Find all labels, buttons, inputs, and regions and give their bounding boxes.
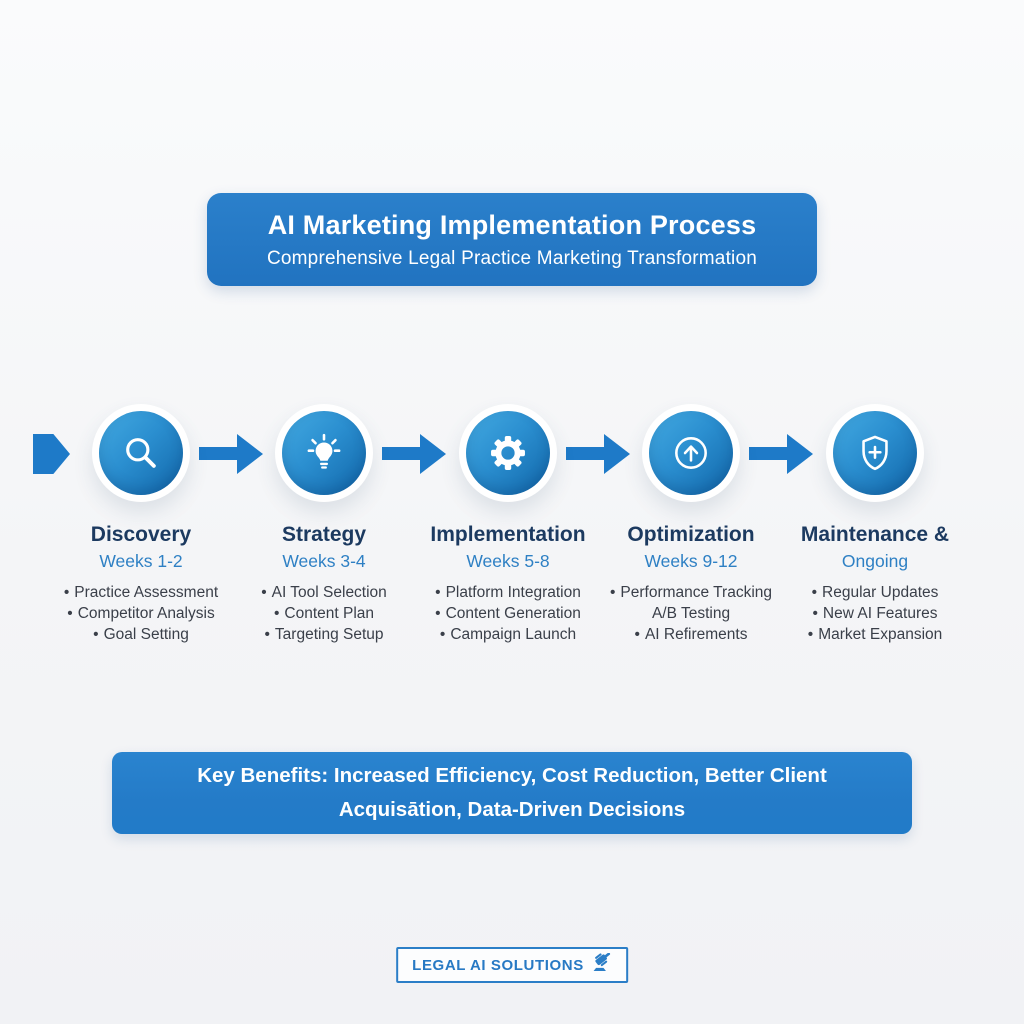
stage-period: Weeks 3-4	[282, 551, 366, 571]
stage-implementation: Implementation Weeks 5-8 •Platform Integ…	[408, 404, 608, 645]
magnifier-icon	[119, 431, 163, 475]
list-item: •New AI Features	[812, 605, 938, 622]
list-item: •Competitor Analysis	[67, 605, 215, 622]
stage-period: Weeks 1-2	[99, 551, 183, 571]
stage-title: Strategy	[281, 523, 367, 546]
list-item: •Regular Updates	[811, 584, 939, 601]
brand-badge: LEGAL AI SOLUTIONS	[396, 947, 628, 983]
list-item: •Targeting Setup	[264, 626, 384, 643]
list-item: A/B Testing	[651, 605, 731, 622]
list-item: •Performance Tracking	[609, 584, 773, 601]
flow-arrow-icon	[199, 434, 263, 474]
page-title: AI Marketing Implementation Process	[267, 209, 757, 240]
stage-circle	[275, 404, 373, 502]
stage-title: Optimization	[627, 523, 755, 546]
shield-plus-icon	[853, 431, 897, 475]
stage-strategy: Strategy Weeks 3-4 •AI Tool Selection •C…	[224, 404, 424, 645]
stage-title: Implementation	[430, 523, 586, 546]
stage-items: •AI Tool Selection •Content Plan •Target…	[224, 582, 424, 645]
stage-items: •Performance Tracking A/B Testing •AI Re…	[591, 582, 791, 645]
stage-maintenance: Maintenance & Ongoing •Regular Updates •…	[775, 404, 975, 645]
stage-title: Discovery	[90, 523, 192, 546]
stage-circle	[92, 404, 190, 502]
list-item: •Market Expansion	[807, 626, 943, 643]
brand-label: LEGAL AI SOLUTIONS	[412, 956, 584, 974]
page-subtitle: Comprehensive Legal Practice Marketing T…	[266, 247, 758, 269]
stage-optimization: Optimization Weeks 9-12 •Performance Tra…	[591, 404, 791, 645]
list-item: •Platform Integration	[435, 584, 581, 601]
arrow-up-circle-icon	[669, 431, 713, 475]
list-item: •Content Plan	[273, 605, 375, 622]
list-item: •AI Tool Selection	[261, 584, 387, 601]
gear-icon	[486, 431, 530, 475]
list-item: •Campaign Launch	[439, 626, 577, 643]
stage-circle	[642, 404, 740, 502]
stage-period: Ongoing	[841, 551, 909, 571]
list-item: •Goal Setting	[93, 626, 189, 643]
stage-circle	[459, 404, 557, 502]
key-benefits-bar: Key Benefits: Increased Efficiency, Cost…	[112, 752, 912, 834]
flow-arrow-icon	[566, 434, 630, 474]
stage-items: •Regular Updates •New AI Features •Marke…	[775, 582, 975, 645]
stage-period: Weeks 5-8	[466, 551, 550, 571]
list-item: •AI Refirements	[634, 626, 748, 643]
header-banner: AI Marketing Implementation Process Comp…	[207, 193, 817, 286]
list-item: •Content Generation	[435, 605, 581, 622]
stage-items: •Practice Assessment •Competitor Analysi…	[41, 582, 241, 645]
key-benefits-text: Key Benefits: Increased Efficiency, Cost…	[197, 764, 827, 821]
stage-items: •Platform Integration •Content Generatio…	[408, 582, 608, 645]
flow-arrow-icon	[382, 434, 446, 474]
stage-period: Weeks 9-12	[644, 551, 738, 571]
lightbulb-icon	[302, 431, 346, 475]
stage-circle	[826, 404, 924, 502]
list-item: •Practice Assessment	[63, 584, 219, 601]
stage-discovery: Discovery Weeks 1-2 •Practice Assessment…	[41, 404, 241, 645]
flow-arrow-icon	[749, 434, 813, 474]
stage-title: Maintenance &	[800, 523, 950, 546]
gavel-icon	[591, 952, 612, 977]
